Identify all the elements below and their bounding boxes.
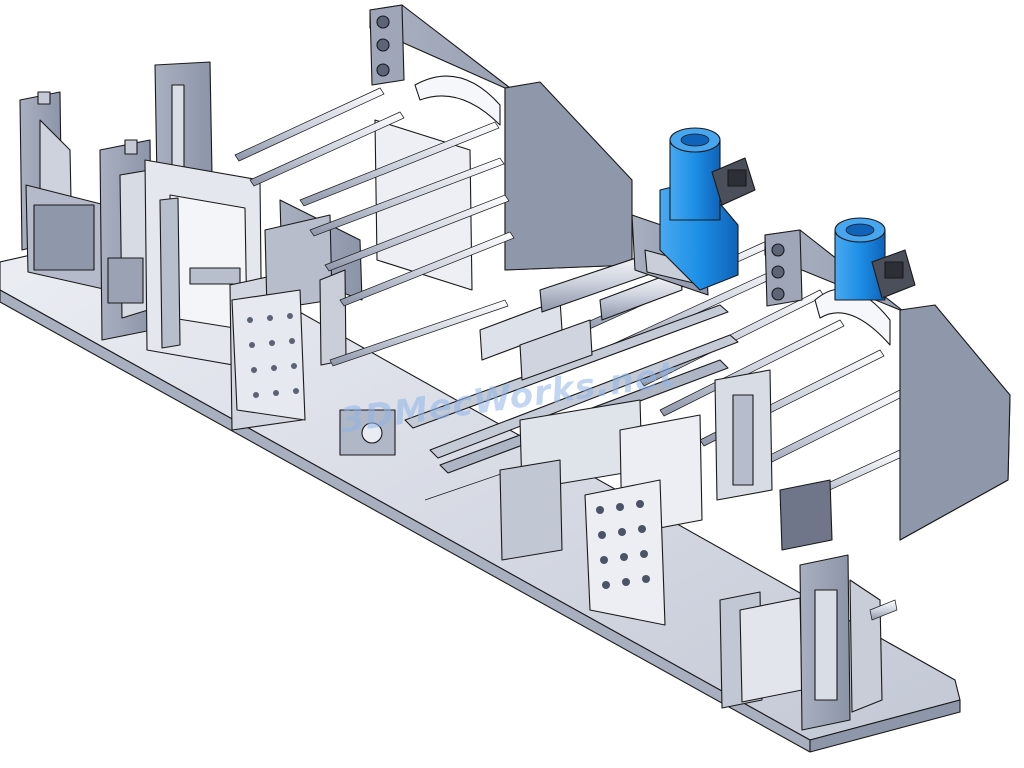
servo-motor-1 <box>659 127 756 291</box>
left-end-module <box>19 61 213 341</box>
side-frame-left <box>369 4 633 271</box>
pneumatic-modules <box>719 554 898 731</box>
linear-rails <box>404 249 739 474</box>
perforated-plates <box>231 289 666 626</box>
left-carriage <box>144 159 263 371</box>
side-frame-right <box>764 229 1011 541</box>
servo-motor-2 <box>834 217 916 301</box>
